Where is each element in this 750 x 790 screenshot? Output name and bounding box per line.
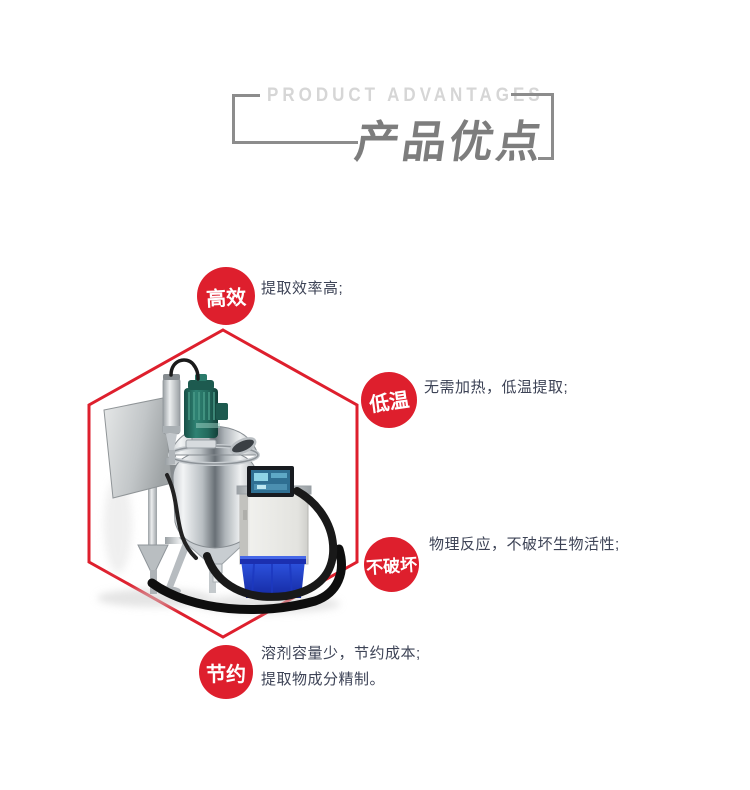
feature-label: 不破坏	[365, 555, 418, 578]
feature-label: 节约	[206, 663, 246, 686]
feature-label: 低温	[368, 388, 411, 417]
section-title-en: PRODUCT ADVANTAGES	[267, 83, 544, 106]
ultrasonic-probe	[162, 358, 200, 464]
feature-badge-saving: 节约	[199, 645, 253, 699]
control-display	[247, 466, 294, 497]
dome-nozzle	[229, 437, 257, 455]
feature-badge-non-destructive: 不破坏	[364, 537, 419, 592]
bracket-right-foot-decoration	[538, 157, 554, 160]
power-cable	[169, 358, 200, 381]
hoses	[147, 473, 346, 615]
feature-badge-efficiency: 高效	[197, 267, 255, 325]
feature-desc-line: 溶剂容量少，节约成本;	[261, 645, 421, 662]
mixer-motor	[184, 374, 228, 449]
feature-desc-line: 提取物成分精制。	[261, 671, 386, 688]
feature-desc-saving: 溶剂容量少，节约成本; 提取物成分精制。	[261, 641, 421, 693]
bracket-right-decoration	[511, 93, 554, 160]
blue-reservoir	[240, 556, 306, 598]
bracket-underline-decoration	[232, 141, 358, 144]
feature-desc-low-temperature: 无需加热，低温提取;	[424, 379, 569, 396]
chiller-unit	[236, 466, 312, 565]
hexagon-outline	[87, 328, 359, 639]
feature-label: 高效	[205, 286, 247, 311]
feature-badge-low-temperature: 低温	[361, 372, 417, 428]
feature-desc-non-destructive: 物理反应，不破坏生物活性;	[429, 536, 620, 553]
feature-desc-efficiency: 提取效率高;	[261, 280, 344, 297]
bracket-left-decoration	[232, 94, 260, 143]
